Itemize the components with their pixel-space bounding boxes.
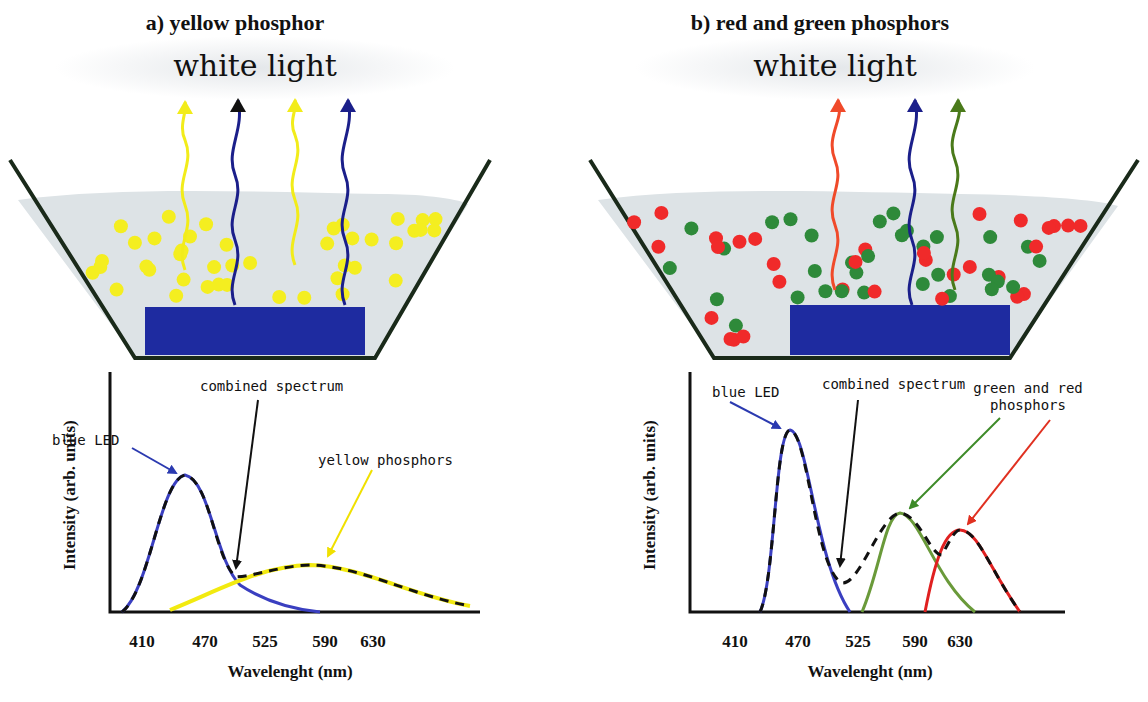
phosphor-dot [733,235,747,249]
phosphor-dot [169,289,183,303]
callout-label: combined spectrum [822,376,965,392]
phosphor-dot [162,210,176,224]
phosphor-dot [1074,219,1088,233]
tick-label: 410 [722,632,748,652]
phosphor-dot [985,282,999,296]
phosphor-dot [114,219,128,233]
tick-label: 590 [902,632,928,652]
callout-label: blue LED [712,384,779,400]
phosphor-dot [818,284,832,298]
phosphor-dot [627,215,641,229]
phosphor-dot [110,283,124,297]
callout-label: green and red phosphors [963,380,1093,414]
phosphor-dot [873,215,887,229]
phosphor-dot [1006,280,1020,294]
phosphor-dot [983,230,997,244]
tick-label: 525 [845,632,871,652]
phosphor-dot [791,290,805,304]
phosphor-dot [1014,214,1028,228]
phosphor-dot [835,284,849,298]
phosphor-dot [1033,254,1047,268]
phosphor-dot [142,263,156,277]
phosphor-dot [320,237,334,251]
tick-label: 470 [785,632,811,652]
light-label: white light [753,48,917,83]
phosphor-dot [348,261,362,275]
phosphor-dot [177,273,191,287]
tick-label: 525 [252,632,278,652]
phosphor-dot [784,212,798,226]
light-label: white light [173,48,337,83]
tick-label: 630 [360,632,386,652]
tick-label: 590 [312,632,338,652]
phosphor-dot [973,207,987,221]
phosphor-dot [86,266,100,280]
tick-label: 410 [129,632,155,652]
phosphor-dot [651,240,665,254]
axis-title: Wavelenght (nm) [807,662,932,682]
phosphor-dot [220,238,234,252]
phosphor-dot [772,275,786,289]
phosphor-dot [1042,221,1056,235]
phosphor-dot [767,257,781,271]
phosphor-dot [654,206,668,220]
tick-label: 470 [192,632,218,652]
phosphor-dot [868,285,882,299]
phosphor-dot [705,311,719,325]
phosphor-dot [1029,240,1043,254]
tick-label: 630 [947,632,973,652]
phosphor-dot [748,232,762,246]
phosphor-dot [963,260,977,274]
phosphor-dot [861,249,875,263]
phosphor-dot [389,274,403,288]
panel-title: b) red and green phosphors [691,10,949,36]
phosphor-dot [916,277,930,291]
phosphor-dot [148,231,162,245]
phosphor-dot [917,246,931,260]
phosphor-dot [805,229,819,243]
phosphor-dot [391,212,405,226]
phosphor-dot [684,221,698,235]
phosphor-dot [389,236,403,250]
phosphor-dot [297,291,311,305]
phosphor-dot [710,292,724,306]
phosphor-dot [736,330,750,344]
phosphor-dot [765,215,779,229]
phosphor-dot [243,256,257,270]
phosphor-dot [808,264,822,278]
callout-label: blue LED [52,432,119,448]
phosphor-dot [128,236,142,250]
axis-title: Wavelenght (nm) [227,662,352,682]
axis-title: Intensity (arb. units) [640,420,660,570]
phosphor-dot [95,254,109,268]
phosphor-dot [931,268,945,282]
callout-label: combined spectrum [200,378,343,394]
callout-label: yellow phosphors [318,452,453,468]
phosphor-dot [365,233,379,247]
phosphor-dot [663,261,677,275]
phosphor-dot [414,223,428,237]
phosphor-dot [849,255,863,269]
phosphor-dot [207,260,221,274]
phosphor-dot [429,212,443,226]
panel-title: a) yellow phosphor [146,10,324,36]
phosphor-dot [272,290,286,304]
phosphor-dot [930,230,944,244]
phosphor-dot [711,240,725,254]
phosphor-dot [886,206,900,220]
phosphor-dot [199,217,213,231]
phosphor-dot [724,332,738,346]
phosphor-dot [935,292,949,306]
phosphor-dot [1061,219,1075,233]
